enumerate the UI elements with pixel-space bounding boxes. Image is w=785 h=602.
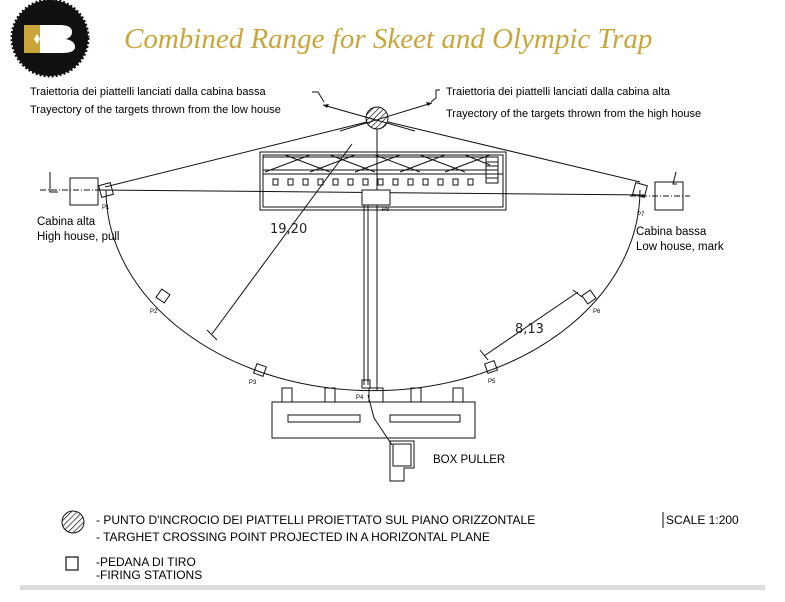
leader-lines: [312, 89, 440, 103]
station-label-p1: P1: [102, 205, 110, 211]
crossing-point-legend-icon: [61, 510, 85, 534]
low-house-trajectory-en: Trayectory of the targets thrown from th…: [30, 104, 281, 116]
bottom-divider: [20, 585, 765, 590]
station-label-p4: P4: [356, 395, 364, 401]
logo: [10, 0, 90, 78]
legend-station-en: -FIRING STATIONS: [96, 568, 202, 582]
station-label-p2: P2: [150, 309, 158, 315]
chord-dimension: 8,13: [515, 322, 544, 337]
station-label-p7: P7: [637, 212, 645, 218]
station-label-p6: P6: [593, 309, 601, 315]
legend-station-it: -PEDANA DI TIRO: [96, 555, 196, 569]
page-title: Combined Range for Skeet and Olympic Tra…: [124, 23, 652, 55]
radius-dimension: 19,20: [270, 222, 307, 237]
high-house-label-en: High house, pull: [37, 231, 119, 243]
station-label-p5: P5: [488, 379, 496, 385]
high-house-trajectory-en: Trayectory of the targets thrown from th…: [446, 108, 701, 120]
high-house-trajectory-it: Traiettoria dei piattelli lanciati dalla…: [446, 86, 671, 98]
high-house-label-it: Cabina alta: [37, 216, 96, 228]
legend-crossing-it: - PUNTO D'INCROCIO DEI PIATTELLI PROIETT…: [96, 513, 535, 527]
station-label-p3: P3: [249, 380, 257, 386]
skeet-arc: [105, 189, 641, 392]
low-house-label-en: Low house, mark: [636, 241, 724, 253]
scale-label: SCALE 1:200: [666, 513, 739, 527]
legend-crossing-en: - TARGHET CROSSING POINT PROJECTED IN A …: [96, 530, 490, 544]
trap-stations: [271, 387, 476, 482]
low-house: [630, 171, 690, 211]
low-house-label-it: Cabina bassa: [636, 226, 707, 238]
crossing-point-icon: [365, 106, 389, 130]
box-puller-label: BOX PULLER: [433, 454, 505, 466]
high-house: [40, 172, 114, 206]
firing-station-legend-icon: [65, 556, 79, 571]
trap-bunker: [259, 151, 507, 211]
station-label-p8: P8: [382, 207, 390, 213]
low-house-trajectory-it: Traiettoria dei piattelli lanciati dalla…: [30, 86, 266, 98]
